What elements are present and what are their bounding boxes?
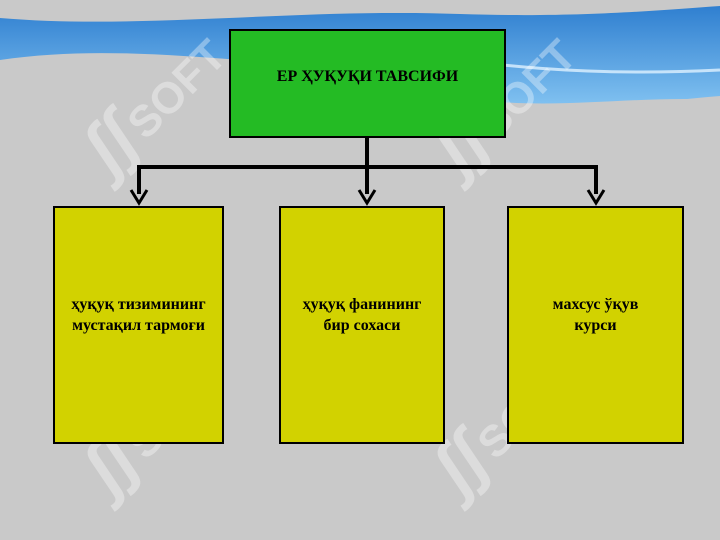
- root-node-label: ЕР ҲУҚУҚИ ТАВСИФИ: [276, 67, 459, 85]
- child-node-1-label: ҳуқуқ тизимининг мустақил тармоғи: [71, 296, 206, 334]
- root-node: ЕР ҲУҚУҚИ ТАВСИФИ: [229, 29, 506, 138]
- child-node-2: ҳуқуқ фанининг бир сохаси: [279, 206, 445, 444]
- arrowhead-2: [357, 189, 377, 206]
- child-node-3-label: махсус ўқув курси: [552, 296, 639, 334]
- child-node-2-label: ҳуқуқ фанининг бир сохаси: [302, 296, 422, 334]
- child-node-1: ҳуқуқ тизимининг мустақил тармоғи: [53, 206, 224, 444]
- child-node-3: махсус ўқув курси: [507, 206, 684, 444]
- arrowhead-3: [586, 189, 606, 206]
- arrowhead-1: [129, 189, 149, 206]
